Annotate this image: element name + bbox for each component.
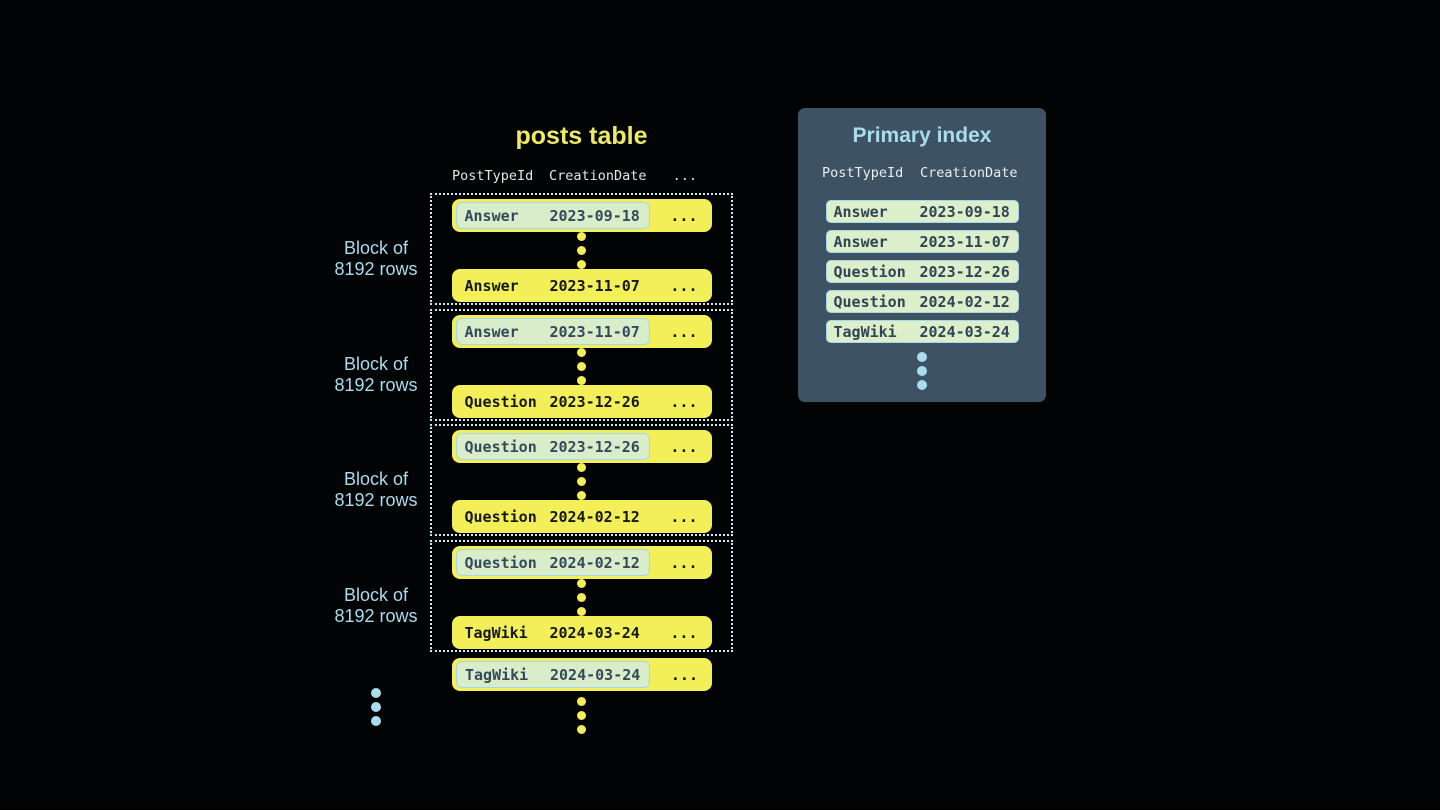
creation-date-value: 2023-11-07 xyxy=(549,322,640,341)
block-1-label: Block of 8192 rows xyxy=(306,238,446,280)
block-4-label: Block of 8192 rows xyxy=(306,585,446,627)
block-4-last-row: TagWiki 2024-03-24 ... xyxy=(451,616,712,649)
block-3-last-row: Question 2024-02-12 ... xyxy=(451,500,712,533)
creation-date-value: 2023-11-07 xyxy=(549,276,640,295)
post-type-value: TagWiki xyxy=(465,665,529,684)
more-columns-ellipsis: ... xyxy=(670,206,698,225)
creation-date-value: 2023-12-26 xyxy=(549,392,640,411)
post-type-value: Answer xyxy=(464,206,519,225)
column-header-more: ... xyxy=(672,168,697,184)
more-columns-ellipsis: ... xyxy=(670,392,698,411)
index-row: Answer 2023-11-07 xyxy=(825,230,1019,253)
primary-index-panel: Primary index PostTypeId CreationDate An… xyxy=(798,108,1046,402)
creation-date-value: 2024-02-12 xyxy=(919,292,1010,311)
row-cell: Question 2023-12-26 xyxy=(456,388,650,415)
indexed-cell-highlight: Question 2024-02-12 xyxy=(455,549,650,576)
block-2-first-row: Answer 2023-11-07 ... xyxy=(451,315,712,348)
block-3: Question 2023-12-26 ... Question 2024-02… xyxy=(430,424,733,536)
post-type-value: Question xyxy=(464,437,537,456)
more-columns-ellipsis: ... xyxy=(670,623,698,642)
hidden-rows-ellipsis-dots xyxy=(577,579,586,616)
block-label-line2: 8192 rows xyxy=(334,490,418,510)
post-type-value: Answer xyxy=(833,202,888,221)
post-type-value: Question xyxy=(464,553,537,572)
indexed-cell-highlight: Answer 2023-11-07 xyxy=(455,318,650,345)
block-label-line1: Block of xyxy=(343,585,409,605)
block-3-first-row: Question 2023-12-26 ... xyxy=(451,430,712,463)
more-columns-ellipsis: ... xyxy=(670,322,698,341)
block-label-line2: 8192 rows xyxy=(334,606,418,626)
row-cell: Question 2024-02-12 xyxy=(456,503,650,530)
hidden-rows-ellipsis-dots xyxy=(577,348,586,385)
indexed-cell-highlight: Answer 2023-09-18 xyxy=(455,202,650,229)
post-type-value: Question xyxy=(833,292,906,311)
post-type-value: Answer xyxy=(464,322,519,341)
creation-date-value: 2023-12-26 xyxy=(919,262,1010,281)
column-header-creationdate: CreationDate xyxy=(920,165,1018,181)
block-2: Answer 2023-11-07 ... Question 2023-12-2… xyxy=(430,309,733,421)
block-label-line1: Block of xyxy=(343,469,409,489)
next-block-first-row: TagWiki 2024-03-24 ... xyxy=(452,658,712,691)
hidden-rows-ellipsis-dots xyxy=(577,232,586,269)
post-type-value: Answer xyxy=(464,276,519,295)
more-index-rows-ellipsis-dots xyxy=(917,352,927,390)
index-row: TagWiki 2024-03-24 xyxy=(825,320,1019,343)
more-blocks-ellipsis-dots xyxy=(366,688,386,726)
block-1-first-row: Answer 2023-09-18 ... xyxy=(451,199,712,232)
row-cell: Answer 2023-11-07 xyxy=(456,272,650,299)
more-columns-ellipsis: ... xyxy=(670,276,698,295)
column-header-posttypeid: PostTypeId xyxy=(452,168,534,184)
block-label-line1: Block of xyxy=(343,238,409,258)
creation-date-value: 2023-09-18 xyxy=(549,206,640,225)
posts-table-column-headers: PostTypeId CreationDate ... xyxy=(430,166,733,186)
more-columns-ellipsis: ... xyxy=(670,507,698,526)
column-header-creationdate: CreationDate xyxy=(549,168,647,184)
creation-date-value: 2023-12-26 xyxy=(549,437,640,456)
post-type-value: Question xyxy=(464,507,537,526)
block-label-line2: 8192 rows xyxy=(334,259,418,279)
creation-date-value: 2024-03-24 xyxy=(550,665,641,684)
more-table-rows-ellipsis-dots xyxy=(567,697,595,734)
creation-date-value: 2024-02-12 xyxy=(549,553,640,572)
primary-index-column-headers: PostTypeId CreationDate xyxy=(798,165,1046,181)
primary-index-title: Primary index xyxy=(852,124,992,147)
more-columns-ellipsis: ... xyxy=(670,665,698,684)
indexed-cell-highlight: Question 2023-12-26 xyxy=(455,433,650,460)
block-1: Answer 2023-09-18 ... Answer 2023-11-07 … xyxy=(430,193,733,305)
more-columns-ellipsis: ... xyxy=(670,553,698,572)
index-row: Answer 2023-09-18 xyxy=(825,200,1019,223)
post-type-value: Question xyxy=(464,392,537,411)
block-label-line2: 8192 rows xyxy=(334,375,418,395)
index-row: Question 2024-02-12 xyxy=(825,290,1019,313)
indexed-cell-highlight: TagWiki 2024-03-24 xyxy=(456,661,650,688)
block-2-last-row: Question 2023-12-26 ... xyxy=(451,385,712,418)
post-type-value: TagWiki xyxy=(464,623,528,642)
hidden-rows-ellipsis-dots xyxy=(577,463,586,500)
posts-table-title: posts table xyxy=(515,122,648,150)
post-type-value: Answer xyxy=(833,232,888,251)
block-4: Question 2024-02-12 ... TagWiki 2024-03-… xyxy=(430,540,733,652)
index-row: Question 2023-12-26 xyxy=(825,260,1019,283)
block-1-last-row: Answer 2023-11-07 ... xyxy=(451,269,712,302)
post-type-value: TagWiki xyxy=(833,322,897,341)
block-4-first-row: Question 2024-02-12 ... xyxy=(451,546,712,579)
block-2-label: Block of 8192 rows xyxy=(306,354,446,396)
column-header-posttypeid: PostTypeId xyxy=(822,165,904,181)
creation-date-value: 2024-02-12 xyxy=(549,507,640,526)
block-label-line1: Block of xyxy=(343,354,409,374)
more-columns-ellipsis: ... xyxy=(670,437,698,456)
creation-date-value: 2024-03-24 xyxy=(549,623,640,642)
row-cell: TagWiki 2024-03-24 xyxy=(456,619,650,646)
block-3-label: Block of 8192 rows xyxy=(306,469,446,511)
primary-index-rows: Answer 2023-09-18 Answer 2023-11-07 Ques… xyxy=(825,200,1019,343)
creation-date-value: 2024-03-24 xyxy=(919,322,1010,341)
creation-date-value: 2023-09-18 xyxy=(919,202,1010,221)
post-type-value: Question xyxy=(833,262,906,281)
creation-date-value: 2023-11-07 xyxy=(919,232,1010,251)
